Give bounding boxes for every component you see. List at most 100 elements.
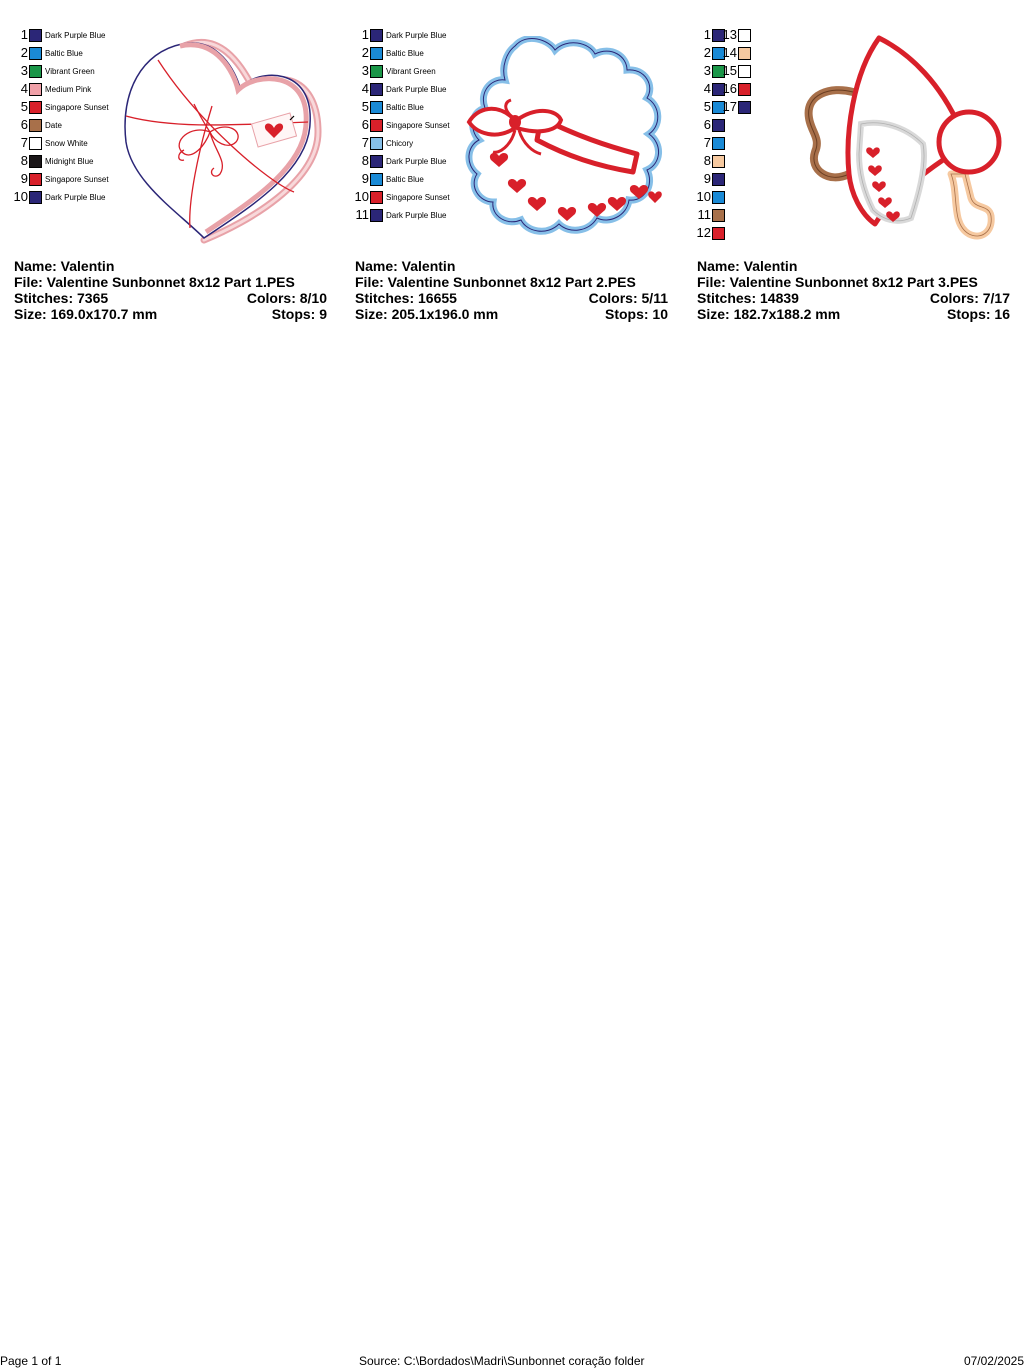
thread-color-name: Baltic Blue (45, 48, 83, 58)
thread-color-swatch (370, 136, 383, 150)
thread-color-row: 11 (683, 206, 725, 224)
thread-color-row: 9 Singapore Sunset (0, 170, 109, 188)
heart-design-preview (124, 39, 322, 244)
thread-color-name: Baltic Blue (386, 174, 424, 184)
thread-color-name: Dark Purple Blue (386, 30, 447, 40)
thread-number: 3 (20, 63, 28, 78)
thread-color-name: Dark Purple Blue (386, 210, 447, 220)
thread-color-swatch (370, 154, 383, 168)
thread-number: 9 (361, 171, 369, 186)
thread-color-row: 3 Vibrant Green (0, 62, 109, 80)
thread-color-name: Vibrant Green (386, 66, 436, 76)
thread-number: 6 (703, 117, 711, 132)
design-stitches: Stitches: 14839 (697, 290, 799, 306)
thread-color-swatch (712, 46, 725, 60)
sunbonnet-girl-design-preview (804, 35, 1002, 240)
thread-color-row: 16 (709, 80, 751, 98)
thread-color-swatch (712, 226, 725, 240)
thread-number: 8 (20, 153, 28, 168)
thread-color-name: Singapore Sunset (45, 174, 109, 184)
thread-color-name: Singapore Sunset (45, 102, 109, 112)
thread-number: 7 (361, 135, 369, 150)
thread-color-swatch (712, 82, 725, 96)
thread-number: 5 (361, 99, 369, 114)
thread-color-row: 1 (683, 26, 725, 44)
thread-number: 8 (703, 153, 711, 168)
design-size: Size: 182.7x188.2 mm (697, 306, 841, 322)
design-file: File: Valentine Sunbonnet 8x12 Part 2.PE… (355, 274, 636, 290)
thread-color-name: Dark Purple Blue (45, 192, 106, 202)
thread-number: 12 (696, 225, 711, 240)
thread-color-name: Medium Pink (45, 84, 92, 94)
thread-color-row: 2 (683, 44, 725, 62)
thread-color-swatch (712, 28, 725, 42)
design-name: Name: Valentin (14, 258, 115, 274)
design-stops: Stops: 9 (271, 306, 327, 322)
thread-color-swatch (712, 154, 725, 168)
thread-color-swatch (370, 172, 383, 186)
thread-number: 4 (20, 81, 28, 96)
thread-color-swatch (29, 154, 42, 168)
thread-color-swatch (712, 136, 725, 150)
design-info: Name: Valentin File: Valentine Sunbonnet… (355, 258, 668, 322)
thread-color-swatch (370, 100, 383, 114)
thread-number: 2 (703, 45, 711, 60)
thread-color-row: 3 Vibrant Green (341, 62, 450, 80)
thread-color-row: 15 (709, 62, 751, 80)
thread-color-swatch (738, 28, 751, 42)
design-colors: Colors: 8/10 (246, 290, 327, 306)
thread-color-swatch (370, 28, 383, 42)
thread-number: 16 (722, 81, 737, 96)
design-size: Size: 205.1x196.0 mm (355, 306, 499, 322)
thread-color-swatch (712, 118, 725, 132)
thread-color-swatch (29, 118, 42, 132)
thread-number: 3 (361, 63, 369, 78)
thread-number: 2 (20, 45, 28, 60)
thread-color-row: 7 (683, 134, 725, 152)
thread-number: 5 (20, 99, 28, 114)
thread-color-name: Singapore Sunset (386, 192, 450, 202)
thread-color-row: 12 (683, 224, 725, 242)
design-name: Name: Valentin (697, 258, 798, 274)
thread-color-row: 5 (683, 98, 725, 116)
thread-color-row: 5 Singapore Sunset (0, 98, 109, 116)
thread-color-name: Dark Purple Blue (386, 84, 447, 94)
thread-number: 5 (703, 99, 711, 114)
page-number: Page 1 of 1 (0, 1354, 62, 1368)
thread-color-swatch (712, 208, 725, 222)
design-stops: Stops: 10 (604, 306, 668, 322)
thread-color-row: 17 (709, 98, 751, 116)
design-colors: Colors: 7/17 (929, 290, 1010, 306)
thread-number: 4 (703, 81, 711, 96)
thread-color-swatch (738, 82, 751, 96)
thread-number: 9 (20, 171, 28, 186)
thread-color-row: 10 (683, 188, 725, 206)
thread-color-row: 13 (709, 26, 751, 44)
thread-color-swatch (29, 100, 42, 114)
thread-color-swatch (370, 208, 383, 222)
thread-number: 6 (361, 117, 369, 132)
thread-color-name: Vibrant Green (45, 66, 95, 76)
thread-color-swatch (712, 100, 725, 114)
thread-number: 11 (697, 207, 712, 222)
thread-color-swatch (370, 118, 383, 132)
design-stitches: Stitches: 7365 (14, 290, 109, 306)
thread-number: 9 (703, 171, 711, 186)
design-file: File: Valentine Sunbonnet 8x12 Part 3.PE… (697, 274, 978, 290)
